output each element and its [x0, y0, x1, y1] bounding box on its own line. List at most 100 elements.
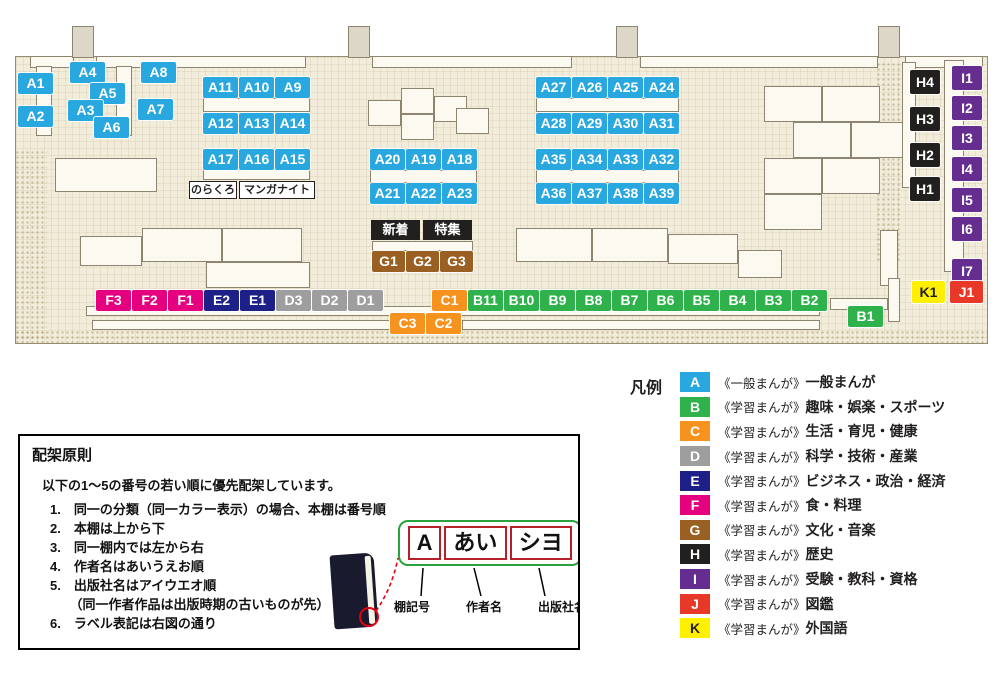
legend-color-tile: E [680, 470, 710, 491]
shelf-label-a1: A1 [18, 73, 53, 94]
principle-item: 5. 出版社名はアイウエオ順 [50, 578, 217, 593]
principle-item: 6. ラベル表記は右図の通り [50, 616, 217, 631]
legend-type-text: 《学習まんが》 [718, 524, 806, 539]
legend-title: 凡例 [630, 380, 663, 397]
principles-intro: 以下の1～5の番号の若い順に優先配架しています。 [42, 478, 341, 493]
shelf-label-h4: H4 [910, 70, 940, 94]
shelf-label-a7: A7 [138, 99, 173, 120]
legend-color-tile: I [680, 569, 710, 590]
map-sign: 新着 [371, 220, 420, 240]
principle-item: 3. 同一棚内では左から右 [50, 540, 204, 555]
legend-type-text: 《学習まんが》 [718, 450, 806, 465]
shelf-label-d2: D2 [312, 290, 347, 311]
label-example-segment: A [408, 526, 442, 560]
shelf-label-a27: A27 [536, 77, 571, 98]
legend-color-tile: K [680, 618, 710, 639]
shelf-label-a12: A12 [203, 113, 238, 134]
legend-row-e: E 《学習まんが》ビジネス・政治・経済 [680, 468, 946, 493]
shelf-label-b2: B2 [792, 290, 827, 311]
shelf-label-a28: A28 [536, 113, 571, 134]
shelf-label-i4: I4 [952, 157, 982, 181]
shelf-label-g2: G2 [406, 251, 439, 272]
shelf-label-b6: B6 [648, 290, 683, 311]
shelf-label-a6: A6 [94, 117, 129, 138]
shelf-label-a3: A3 [68, 100, 103, 121]
shelf-label-e2: E2 [204, 290, 239, 311]
legend-category-label: ビジネス・政治・経済 [805, 472, 946, 489]
shelf-block [793, 122, 851, 158]
shelf-label-j1: J1 [950, 281, 983, 303]
shelf-label-f2: F2 [132, 290, 167, 311]
shelf-label-a16: A16 [239, 149, 274, 170]
shelf-label-c1: C1 [432, 290, 467, 311]
legend-category-label: 文化・音楽 [805, 521, 876, 538]
label-example-caption: 棚記号 [394, 600, 431, 614]
pillar [72, 26, 94, 58]
shelf-block [203, 98, 310, 112]
legend-color-tile: C [680, 421, 710, 442]
legend-color-tile: D [680, 446, 710, 467]
shelf-block [401, 114, 434, 140]
shelf-label-a35: A35 [536, 149, 571, 170]
shelf-label-d3: D3 [276, 290, 311, 311]
shelf-block [888, 278, 900, 322]
shelf-label-a38: A38 [608, 183, 643, 204]
legend-type-text: 《学習まんが》 [718, 622, 806, 637]
floor-texture [15, 330, 988, 344]
map-sign: のらくろ [189, 181, 237, 199]
shelf-block [822, 158, 880, 194]
shelf-label-c2: C2 [426, 313, 461, 334]
legend-color-tile: J [680, 593, 710, 614]
shelf-label-a5: A5 [90, 83, 125, 104]
shelf-label-a4: A4 [70, 62, 105, 83]
legend-row-d: D《学習まんが》科学・技術・産業 [680, 444, 946, 469]
shelf-label-g3: G3 [440, 251, 473, 272]
label-example-caption: 作者名 [465, 600, 502, 614]
legend-row-f: F《学習まんが》食・料理 [680, 493, 946, 518]
legend-color-tile: F [680, 495, 710, 516]
shelf-block [372, 241, 473, 251]
legend-category-label: 受験・教科・資格 [805, 571, 918, 588]
shelf-label-a15: A15 [275, 149, 310, 170]
shelf-block [222, 228, 302, 262]
shelf-label-b11: B11 [468, 290, 503, 311]
shelf-block [536, 98, 679, 112]
shelf-label-g1: G1 [372, 251, 405, 272]
shelf-block [764, 86, 822, 122]
shelf-label-a2: A2 [18, 106, 53, 127]
shelf-label-b7: B7 [612, 290, 647, 311]
shelf-label-i2: I2 [952, 96, 982, 120]
shelf-label-b10: B10 [504, 290, 539, 311]
legend-type-text: 《学習まんが》 [718, 475, 806, 490]
shelf-label-b1: B1 [848, 306, 883, 327]
principle-item: 4. 作者名はあいうえお順 [50, 559, 204, 574]
shelf-label-a21: A21 [370, 183, 405, 204]
shelf-label-d1: D1 [348, 290, 383, 311]
legend-color-tile: G [680, 519, 710, 540]
shelf-label-a26: A26 [572, 77, 607, 98]
shelf-label-f1: F1 [168, 290, 203, 311]
shelf-label-h3: H3 [910, 107, 940, 131]
label-example-segment: あい [444, 526, 507, 560]
shelf-label-a11: A11 [203, 77, 238, 98]
legend-type-text: 《学習まんが》 [718, 425, 806, 440]
legend-category-label: 外国語 [805, 620, 848, 637]
shelf-block [764, 158, 822, 194]
pillar [878, 26, 900, 58]
legend-category-label: 歴史 [805, 546, 834, 563]
shelf-label-a22: A22 [406, 183, 441, 204]
shelf-label-a31: A31 [644, 113, 679, 134]
shelf-block [738, 250, 782, 278]
shelf-label-a9: A9 [275, 77, 310, 98]
label-example-pointer-lines [359, 557, 546, 627]
shelf-label-i7: I7 [952, 259, 982, 283]
shelf-label-h2: H2 [910, 143, 940, 167]
legend-row-a: A《一般まんが》一般まんが [680, 370, 946, 395]
legend-type-text: 《学習まんが》 [718, 401, 806, 416]
label-example-segment: シヨ [509, 526, 573, 560]
legend-color-tile: B [680, 396, 710, 417]
shelf-block [142, 228, 222, 262]
shelf-label-a25: A25 [608, 77, 643, 98]
shelf-label-a34: A34 [572, 149, 607, 170]
